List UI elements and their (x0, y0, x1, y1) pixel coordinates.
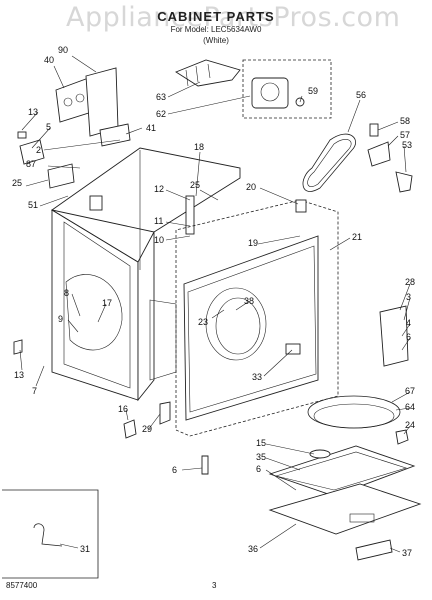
callout-2: 2 (36, 145, 41, 155)
inset-box (2, 489, 99, 579)
callout-9: 9 (58, 314, 63, 324)
callout-64: 64 (405, 402, 415, 412)
callout-6: 6 (406, 332, 411, 342)
callout-12: 12 (154, 184, 164, 194)
callout-3: 3 (406, 292, 411, 302)
leader-lines (19, 55, 411, 553)
callout-24: 24 (405, 420, 415, 430)
callout-57: 57 (400, 130, 410, 140)
callout-6b: 6 (172, 465, 177, 475)
cord-clip-31 (33, 523, 63, 547)
leveling-legs (13, 339, 209, 475)
callout-17: 17 (102, 298, 112, 308)
callout-58: 58 (400, 116, 410, 126)
idler-bracket (367, 141, 391, 167)
callout-63: 63 (156, 92, 166, 102)
callout-31: 31 (80, 544, 90, 554)
callout-59: 59 (308, 86, 318, 96)
callout-37: 37 (402, 548, 412, 558)
callout-5: 5 (46, 122, 51, 132)
page-number: 3 (212, 581, 217, 590)
callout-62: 62 (156, 109, 166, 119)
callout-36: 36 (248, 544, 258, 554)
callout-53: 53 (402, 140, 412, 150)
callout-25: 25 (12, 178, 22, 188)
drive-motor (251, 77, 305, 109)
callout-56: 56 (356, 90, 366, 100)
callout-41: 41 (146, 123, 156, 133)
callout-7: 7 (32, 386, 37, 396)
callout-16: 16 (118, 404, 128, 414)
watermark: AppliancePartsPros.com (66, 2, 401, 33)
callout-29: 29 (142, 424, 152, 434)
diagram-title: CABINET PARTS (157, 9, 275, 24)
callout-19: 19 (248, 238, 258, 248)
terminal-block-harness (175, 59, 241, 87)
grommet-20 (295, 199, 307, 213)
control-panel-parts (17, 67, 131, 189)
callout-28: 28 (405, 277, 415, 287)
callout-20: 20 (246, 182, 256, 192)
drum-front-assembly (268, 395, 422, 535)
callout-8: 8 (64, 288, 69, 298)
callout-25b: 25 (190, 180, 200, 190)
callout-51: 51 (28, 200, 38, 210)
callout-23: 23 (198, 317, 208, 327)
callout-38: 38 (244, 296, 254, 306)
callout-15: 15 (256, 438, 266, 448)
motor-group-box (242, 59, 332, 119)
callout-21: 21 (352, 232, 362, 242)
cabinet-body (50, 147, 241, 402)
callout-33: 33 (252, 372, 262, 382)
color-variant: (White) (203, 36, 229, 45)
model-subtitle: For Model: LEC5634AW0 (170, 25, 262, 34)
callout-10: 10 (154, 235, 164, 245)
callout-18: 18 (194, 142, 204, 152)
lint-filter-cover (355, 539, 393, 561)
callout-13b: 13 (14, 370, 24, 380)
callout-4: 4 (406, 318, 411, 328)
callout-87: 87 (26, 159, 36, 169)
callout-6c: 6 (256, 464, 261, 474)
door-switch-bracket (379, 305, 409, 367)
front-panel (183, 235, 319, 421)
callout-40: 40 (44, 55, 54, 65)
callout-67: 67 (405, 386, 415, 396)
callout-90: 90 (58, 45, 68, 55)
screw-58 (369, 123, 379, 137)
callout-13: 13 (28, 107, 38, 117)
idler-pulley (395, 171, 413, 193)
callout-labels: 90 40 13 5 2 87 25 51 41 63 62 59 56 58 … (12, 45, 415, 558)
callout-11: 11 (154, 216, 163, 226)
callout-35: 35 (256, 452, 266, 462)
drive-belt (302, 133, 356, 192)
document-number: 8577400 (6, 581, 38, 590)
